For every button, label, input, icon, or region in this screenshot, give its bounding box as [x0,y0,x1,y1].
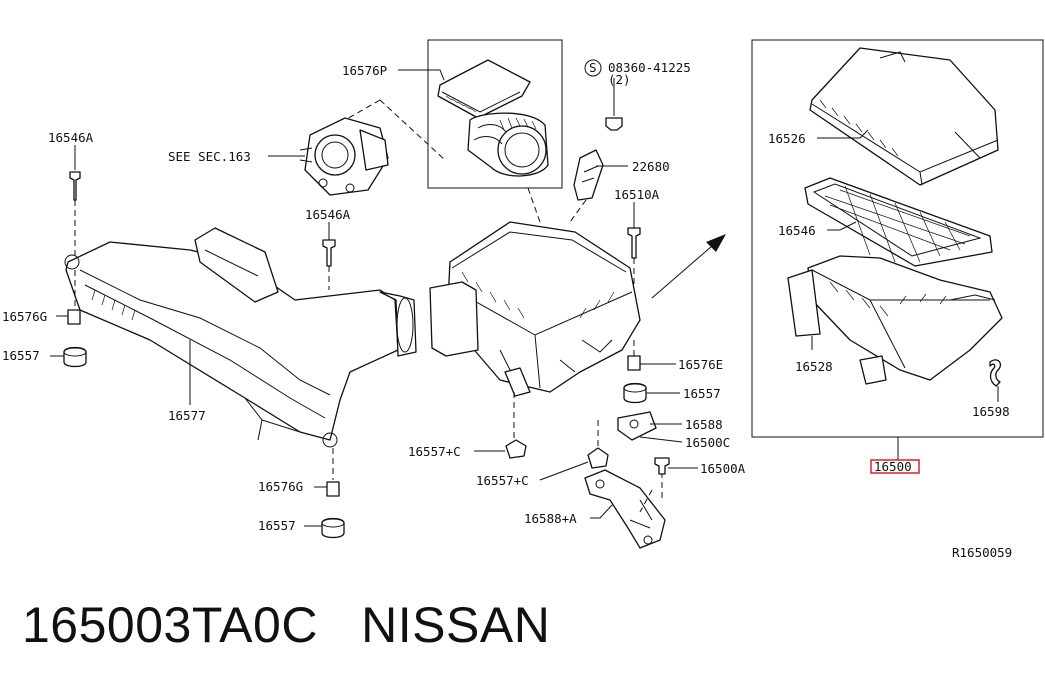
air-cleaner-assembly-drawing [429,221,641,397]
air-duct-16576p-drawing [437,59,549,177]
label-16510a: 16510A [614,187,660,202]
label-16576p: 16576P [342,63,387,78]
intake-duct-16577-drawing [64,227,417,448]
left-fasteners [63,171,87,368]
label-16557c-b: 16557+C [476,473,529,488]
throttle-body-drawing [299,117,389,196]
label-16546a-top: 16546A [48,130,94,145]
air-cleaner-lower-case-16528 [787,255,1003,385]
part-number: 165003TA0C [22,597,318,653]
label-16528: 16528 [795,359,833,374]
label-16557c-a: 16557+C [408,444,461,459]
label-16598: 16598 [972,404,1010,419]
highlight-box-16500 [870,459,920,474]
mass-air-flow-sensor-22680 [569,90,623,223]
label-16500a: 16500A [700,461,746,476]
label-16546: 16546 [778,223,816,238]
label-see-sec-163: SEE SEC.163 [168,149,251,164]
bolt-16510a [627,227,641,286]
bracket-16588a [584,469,666,549]
label-16557-left: 16557 [2,348,40,363]
mid-fastener-16546a [322,239,336,290]
label-16500: 16500 [874,459,912,474]
label-16557-bottom: 16557 [258,518,296,533]
clip-16598 [989,359,1002,387]
label-16576g-left: 16576G [2,309,47,324]
bottom-left-fasteners [321,448,345,539]
screw-symbol-circle [584,59,602,77]
label-16546a-mid: 16546A [305,207,351,222]
label-08360-41225: 08360-41225 [608,60,691,75]
diagram-reference-code: R1650059 [952,545,1012,560]
bolt-16500a [654,457,670,475]
label-08360-qty: (2) [608,72,631,87]
label-16588: 16588 [685,417,723,432]
label-22680: 22680 [632,159,670,174]
brand-name: NISSAN [361,597,551,653]
label-16526: 16526 [768,131,806,146]
screw-symbol-letter: S [589,60,597,75]
air-filter-element-16546 [804,177,993,267]
air-cleaner-cover-16526 [809,47,999,186]
exploded-view-arrow [651,234,726,299]
part-caption: 165003TA0C NISSAN [22,596,550,654]
label-16557-right: 16557 [683,386,721,401]
inset-box-16576p [427,39,563,189]
label-16576g-bottom: 16576G [258,479,303,494]
leader-lines [50,69,999,527]
label-16500c: 16500C [685,435,730,450]
dashed-link-throttle [344,99,446,161]
label-16577: 16577 [168,408,206,423]
dashed-link-box-to-cleaner [527,187,541,223]
label-16588a: 16588+A [524,511,577,526]
right-grommet-stack [617,340,657,441]
parts-diagram: S 16576P 08360-41225 (2) SEE SEC.163 165… [2,39,1044,560]
grommets-16557c [505,392,609,469]
label-16576e: 16576E [678,357,723,372]
